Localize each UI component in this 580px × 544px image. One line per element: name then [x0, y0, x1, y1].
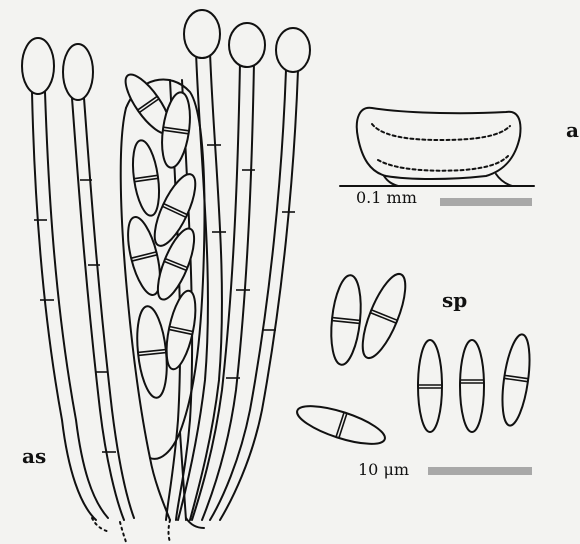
spore	[161, 288, 201, 371]
spore	[354, 269, 414, 363]
spore	[498, 333, 535, 427]
ascoma-drawing	[340, 108, 534, 186]
spore-scale-bar	[428, 467, 532, 475]
spore	[460, 340, 484, 432]
asci-label: as	[22, 444, 46, 468]
asci-cluster	[22, 10, 310, 542]
spore	[129, 139, 163, 218]
spore	[293, 398, 389, 451]
hymenium-base	[92, 518, 204, 542]
ascoma-label: a	[566, 118, 579, 142]
ascoma-scale-label: 0.1 mm	[356, 188, 417, 207]
spores-label: sp	[442, 288, 467, 312]
paraphysis	[63, 44, 134, 520]
spore	[158, 91, 194, 170]
ascoma-scale-bar	[440, 198, 532, 206]
spore	[327, 274, 364, 366]
spore	[133, 305, 170, 399]
free-spores	[293, 269, 534, 452]
ascus-spores	[118, 68, 203, 399]
spore-scale-label: 10 μm	[358, 460, 409, 479]
spore	[418, 340, 442, 432]
